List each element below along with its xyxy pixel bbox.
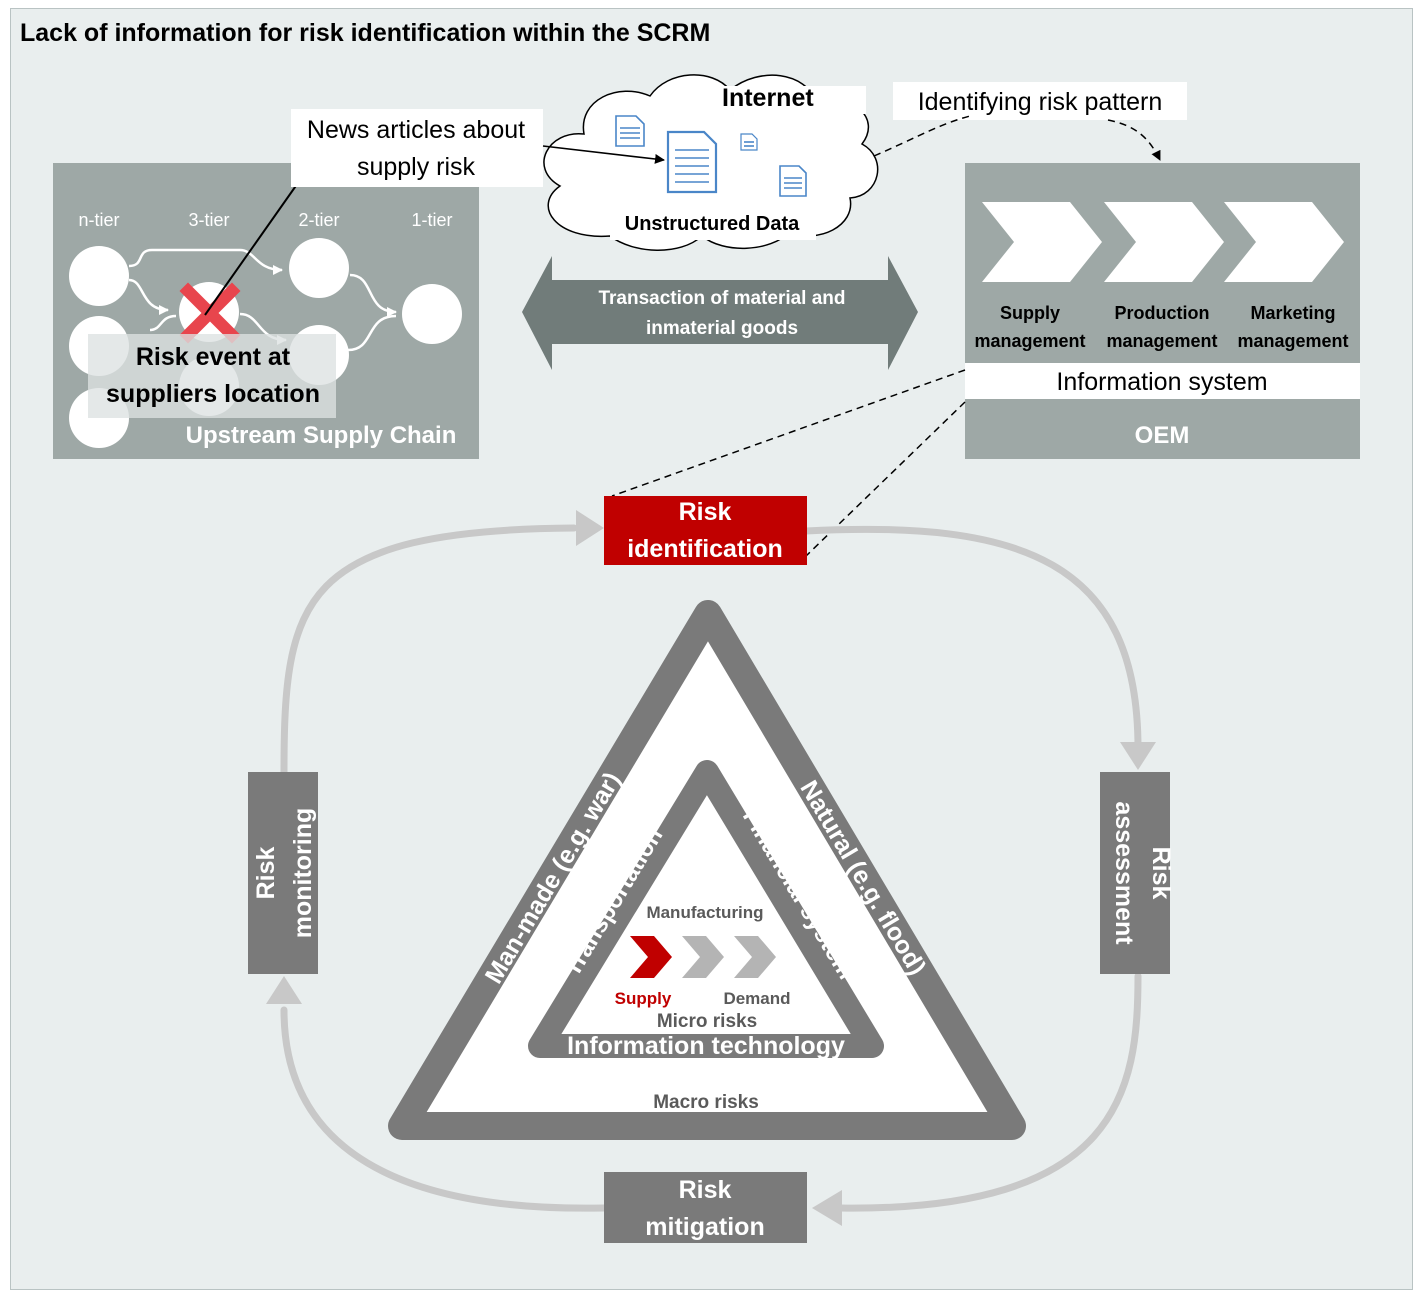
supply-chevron-small [630, 936, 672, 978]
arrow-head-monitoring [266, 976, 302, 1004]
step-supply-line1: Supply [1000, 303, 1060, 323]
supplier-node [289, 238, 349, 298]
pattern-to-oem-dash [1107, 119, 1161, 161]
document-icon [615, 115, 645, 147]
step-production-line1: Production [1115, 303, 1210, 323]
document-icon [666, 130, 718, 194]
arrow-head-identification [576, 510, 604, 546]
marketing-chevron [1224, 202, 1344, 282]
step-marketing-line2: management [1237, 331, 1348, 351]
monitoring-line1: Risk [252, 847, 280, 900]
tier-label-3: 3-tier [188, 210, 229, 230]
unstructured-data-label: Unstructured Data [625, 213, 800, 235]
internet-cloud: Internet Unstructured Data [543, 74, 879, 251]
risk-event-line2: suppliers location [106, 380, 320, 408]
identification-line2: identification [627, 535, 783, 563]
information-system-label: Information system [1056, 368, 1267, 396]
oem-dash-left [611, 369, 966, 497]
upstream-label: Upstream Supply Chain [186, 422, 457, 449]
step-supply-line2: management [974, 331, 1085, 351]
supplier-node [402, 284, 462, 344]
cloud-to-pattern-dash [873, 115, 971, 157]
production-chevron [1104, 202, 1224, 282]
risk-identification-box: Risk identification [604, 496, 807, 565]
news-articles-callout [291, 109, 543, 187]
tier-label-2: 2-tier [298, 210, 339, 230]
assessment-line2: assessment [1110, 801, 1138, 945]
mitigation-line1: Risk [679, 1176, 732, 1204]
supply-chevron [982, 202, 1102, 282]
news-line1: News articles about [307, 116, 525, 144]
identifying-label: Identifying risk pattern [918, 88, 1163, 116]
transaction-line1: Transaction of material and [598, 288, 845, 309]
risk-monitoring-box: Risk monitoring [248, 772, 318, 974]
transaction-line2: inmaterial goods [646, 318, 798, 339]
macro-risks-label: Macro risks [653, 1092, 759, 1113]
page-title: Lack of information for risk identificat… [20, 19, 710, 47]
step-marketing-line1: Marketing [1250, 303, 1335, 323]
information-system-bar [965, 363, 1360, 399]
transaction-arrow: Transaction of material and inmaterial g… [522, 256, 918, 370]
step-production-line2: management [1106, 331, 1217, 351]
oem-label: OEM [1135, 422, 1190, 449]
tier-label-n: n-tier [78, 210, 119, 230]
monitoring-line2: monitoring [289, 808, 317, 939]
demand-chevron-small [734, 936, 776, 978]
tier-label-1: 1-tier [411, 210, 452, 230]
document-icon [740, 133, 758, 151]
risk-event-line1: Risk event at [136, 343, 291, 371]
news-line2: supply risk [357, 153, 476, 181]
cycle-arrows [280, 524, 1142, 1212]
manufacturing-label: Manufacturing [646, 903, 763, 922]
manufacturing-chevron-small [682, 936, 724, 978]
risk-mitigation-box: Risk mitigation [604, 1172, 807, 1243]
demand-label: Demand [723, 989, 790, 1008]
identification-line1: Risk [679, 498, 732, 526]
news-pointer-line [204, 179, 301, 316]
arrow-head-assessment [1120, 742, 1156, 770]
identifying-callout [893, 82, 1187, 120]
upstream-panel: n-tier 3-tier 2-tier 1-tier Risk event a… [53, 163, 479, 459]
news-to-data-arrow [542, 145, 665, 164]
risk-event-x-icon [179, 282, 241, 344]
micro-risks-label: Micro risks [657, 1011, 757, 1032]
supplier-node [69, 246, 129, 306]
supply-label: Supply [615, 989, 672, 1008]
arrow-head-mitigation [812, 1190, 842, 1226]
information-technology-label: Information technology [567, 1032, 845, 1060]
oem-panel: Supply management Production management … [965, 163, 1360, 459]
document-icon [779, 165, 807, 197]
internet-title: Internet [722, 84, 814, 112]
risk-event-callout [88, 334, 336, 418]
assessment-line1: Risk [1147, 847, 1175, 900]
risk-assessment-box: Risk assessment [1100, 772, 1175, 974]
mitigation-line2: mitigation [645, 1213, 764, 1241]
